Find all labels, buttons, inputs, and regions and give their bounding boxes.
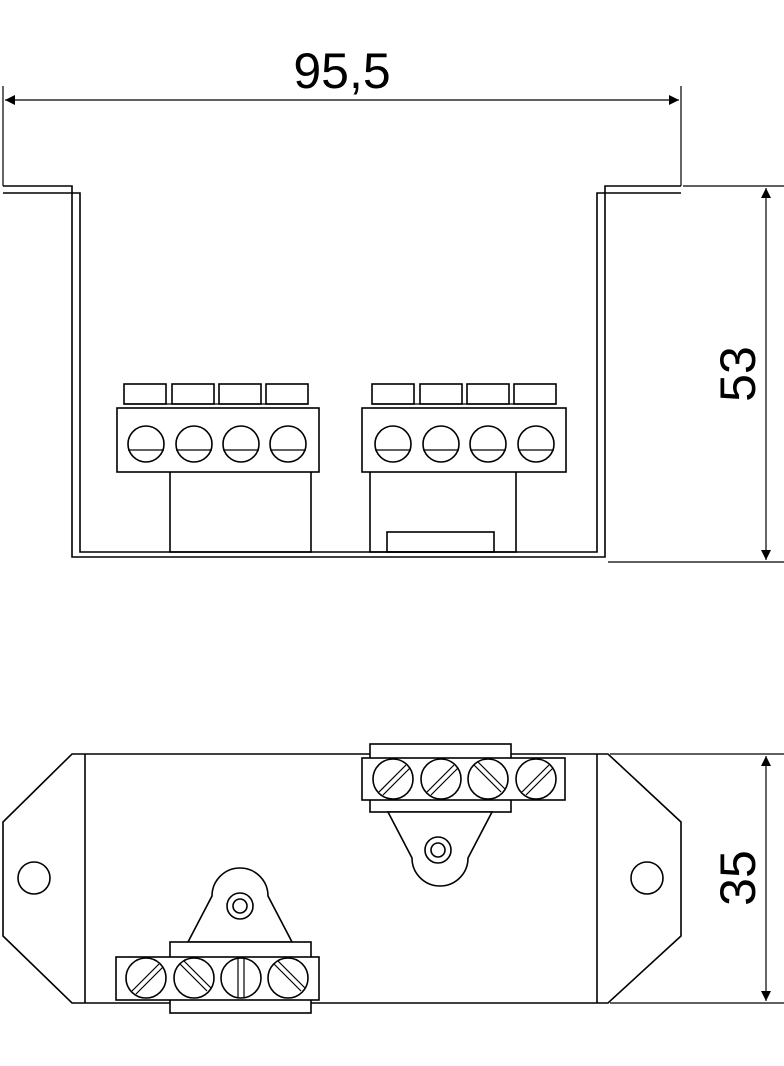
width-dimension-label: 95,5: [293, 43, 390, 99]
lower-mounting-lug: [186, 867, 294, 943]
right-terminal-hole-4: [517, 425, 555, 463]
upper-terminal-block: [361, 743, 566, 887]
lower-screw-3: [220, 957, 262, 999]
height-dimension-label: 53: [710, 346, 766, 402]
right-clamp-1: [371, 383, 415, 405]
left-clamp-2: [171, 383, 215, 405]
right-terminal-block: [361, 383, 567, 473]
right-base-insert: [386, 531, 495, 553]
upper-screw-2: [420, 758, 462, 800]
lower-terminal-cap-top: [169, 941, 312, 959]
front-view: [3, 185, 681, 558]
lower-screw-4: [267, 957, 309, 999]
upper-mounting-lug: [386, 811, 494, 887]
upper-screw-3: [467, 758, 509, 800]
lower-lug-hole-outer: [226, 892, 254, 920]
upper-lug-hole-inner: [430, 842, 446, 858]
lower-lug-hole-inner: [232, 898, 248, 914]
left-mounting-hole: [17, 861, 51, 895]
channel-outer-profile: [3, 185, 681, 558]
left-clamp-3: [218, 383, 262, 405]
height-dimension: 53: [608, 185, 784, 563]
left-terminal-base: [169, 462, 312, 553]
lower-terminal-block: [115, 867, 320, 1014]
right-clamp-3: [466, 383, 510, 405]
right-terminal-hole-3: [469, 425, 507, 463]
left-terminal-hole-2: [175, 425, 213, 463]
right-terminal-hole-2: [422, 425, 460, 463]
right-mounting-hole: [630, 861, 664, 895]
left-terminal-hole-1: [127, 425, 165, 463]
upper-screw-1: [372, 758, 414, 800]
channel-inner-profile: [3, 192, 681, 553]
lower-screw-1: [125, 957, 167, 999]
depth-dimension-label: 35: [710, 850, 766, 906]
plan-outline: [2, 753, 682, 1004]
upper-screw-4: [515, 758, 557, 800]
top-view: [2, 743, 682, 1014]
right-clamp-2: [419, 383, 463, 405]
left-clamp-1: [123, 383, 167, 405]
left-terminal-hole-3: [222, 425, 260, 463]
left-clamp-4: [265, 383, 309, 405]
upper-lug-hole-outer: [424, 836, 452, 864]
lower-screw-2: [173, 957, 215, 999]
depth-dimension: 35: [610, 753, 784, 1004]
width-dimension: 95,5: [2, 43, 682, 186]
left-terminal-hole-4: [269, 425, 307, 463]
right-clamp-4: [513, 383, 557, 405]
left-terminal-block: [116, 383, 320, 473]
right-terminal-hole-1: [374, 425, 412, 463]
